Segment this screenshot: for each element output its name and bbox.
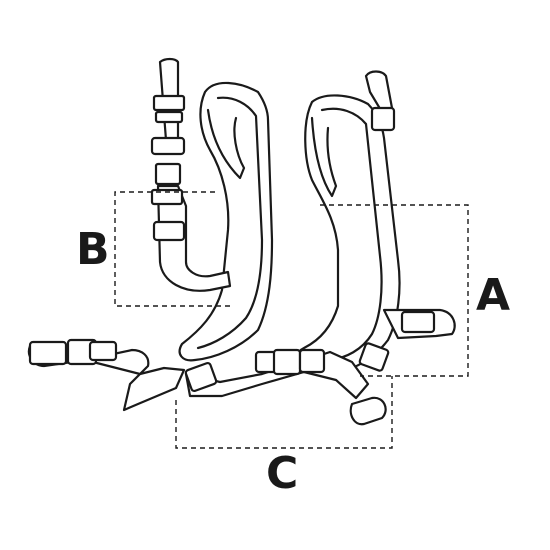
left-shoulder-pad-fold [206,108,246,180]
dimension-label-c: C [266,448,299,499]
center-buckle-right [298,348,326,374]
left-waist-buckle-1 [28,340,68,366]
right-shoulder-pad-inner [320,107,383,362]
top-left-strap-lower [156,184,232,292]
right-waist-buckle [400,310,436,334]
right-lower-buckle [358,342,390,372]
top-left-buckle-2 [154,110,184,124]
right-shoulder-pad [295,94,401,374]
dimension-label-a: A [476,270,511,321]
top-left-slider [150,136,186,156]
left-waist-buckle-3 [88,340,118,362]
dimension-b [114,191,232,307]
dimension-label-b: B [76,224,110,275]
center-buckle [272,348,302,376]
left-lower-buckle [184,361,218,393]
left-shoulder-pad-inner [196,96,264,350]
top-left-label-tag [154,162,182,186]
top-left-buckle-4 [152,220,186,242]
dimension-a [320,204,469,377]
left-shoulder-pad [178,81,274,362]
top-left-buckle-1 [152,94,186,112]
top-left-buckle-3 [150,188,184,206]
top-right-buckle [370,106,396,132]
dimension-c [175,376,393,449]
right-shoulder-pad-fold [310,116,338,198]
right-d-ring [349,396,387,426]
